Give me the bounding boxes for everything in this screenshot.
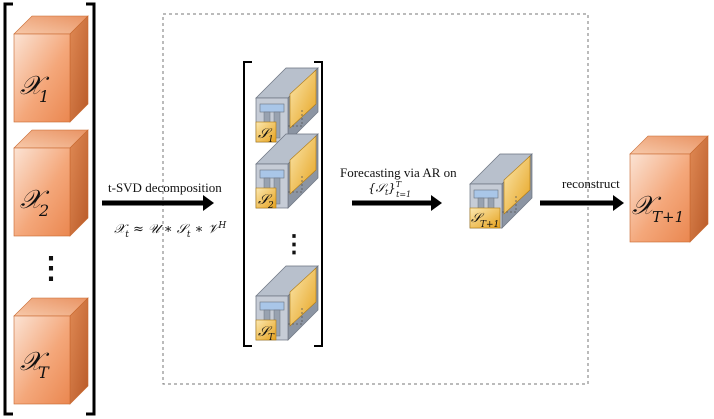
formula-sup-H: H [217, 221, 226, 231]
forecast-arrow-head [431, 195, 442, 211]
tsvd-arrow-head [203, 195, 214, 211]
core-right-bracket [314, 61, 323, 347]
formula-end: ∗ 𝒱 [190, 222, 222, 237]
forecast-set-sub: t [385, 188, 389, 197]
cube-x2-subscript: 2 [38, 201, 49, 220]
formula-mid: ≈ 𝒰 ∗ 𝒮 [129, 222, 191, 237]
core-ellipsis: ⋮ [282, 232, 306, 258]
tsvd-formula: 𝒳t ≈ 𝒰 ∗ 𝒮t ∗ 𝒱H [114, 221, 226, 240]
core-sT: 𝒮 T [255, 265, 319, 343]
tsvd-label: t-SVD decomposition [108, 180, 222, 195]
cube-xT1-subscript: T+1 [652, 208, 684, 226]
formula-sub-t2: t [187, 230, 191, 240]
core-sT1: 𝒮 T+1 [469, 153, 533, 230]
formula-sub-t1: t [125, 230, 129, 240]
reconstruct-arrow-head [613, 195, 624, 211]
core-s1: 𝒮 1 [255, 67, 319, 145]
cube-x1: 𝒳 1 [13, 15, 89, 123]
forecast-label: Forecasting via AR on [340, 165, 457, 180]
left-bracket-group [3, 2, 96, 416]
forecast-set-close: } [388, 181, 396, 195]
core-s2-subscript: 2 [267, 201, 274, 211]
core-left-bracket [243, 61, 252, 347]
core-s2: 𝒮 2 [255, 133, 319, 211]
cube-xT-subscript: T [38, 363, 50, 382]
dashed-region [162, 13, 589, 385]
core-s1-subscript: 1 [268, 135, 274, 145]
forecast-set-range: t=1 [396, 190, 411, 199]
cube-xT: 𝒳 T [13, 297, 89, 405]
cube-x1-subscript: 1 [39, 87, 49, 106]
cube-x2: 𝒳 2 [13, 129, 89, 237]
right-bracket [86, 2, 96, 416]
core-sT1-subscript: T+1 [480, 220, 499, 230]
cube-xT1: 𝒳 T+1 [629, 135, 709, 243]
forecast-set-open: {𝒮 [368, 181, 389, 195]
reconstruct-label: reconstruct [562, 176, 620, 191]
left-ellipsis: ⋮ [36, 252, 66, 285]
forecast-set-sup: T [396, 180, 402, 189]
left-bracket [3, 2, 13, 416]
core-sT-subscript: T [268, 333, 275, 343]
